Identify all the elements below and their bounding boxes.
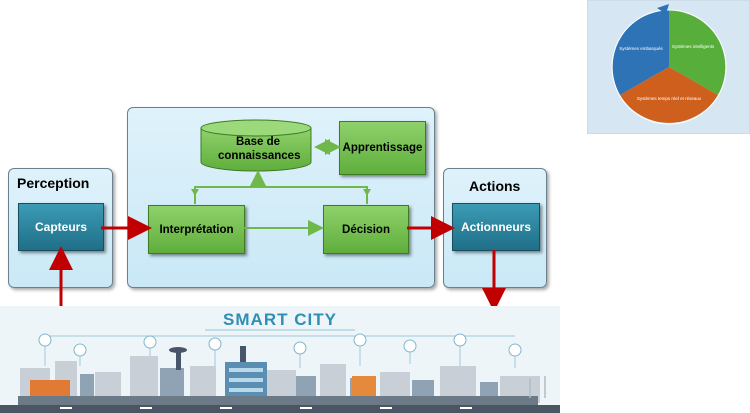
- cycle-segment-realtime: [620, 67, 718, 123]
- smart-city-illustration: SMART CITY: [0, 306, 560, 413]
- svg-text:Systèmes embarqués: Systèmes embarqués: [619, 46, 663, 51]
- smart-city-title: SMART CITY: [223, 310, 337, 329]
- cycle-segment-embedded: [612, 10, 669, 95]
- systems-cycle-diagram: Systèmes embarqués Systèmes intelligents…: [587, 0, 750, 134]
- actuators-box: Actionneurs: [452, 203, 540, 251]
- knowledge-base-cylinder: [200, 119, 312, 172]
- interpretation-box: Interprétation: [148, 205, 245, 254]
- actions-title: Actions: [469, 178, 521, 194]
- cycle-segment-intelligent: [669, 10, 726, 95]
- perception-title: Perception: [17, 175, 90, 191]
- learning-box: Apprentissage: [339, 121, 426, 175]
- connector-interp-decision-top: [194, 186, 368, 204]
- knowledge-base-label: Base de connaissances: [218, 136, 301, 162]
- decision-box: Décision: [323, 205, 409, 254]
- svg-text:Systèmes temps réel et réseaux: Systèmes temps réel et réseaux: [637, 96, 702, 101]
- svg-text:Systèmes intelligents: Systèmes intelligents: [672, 44, 715, 49]
